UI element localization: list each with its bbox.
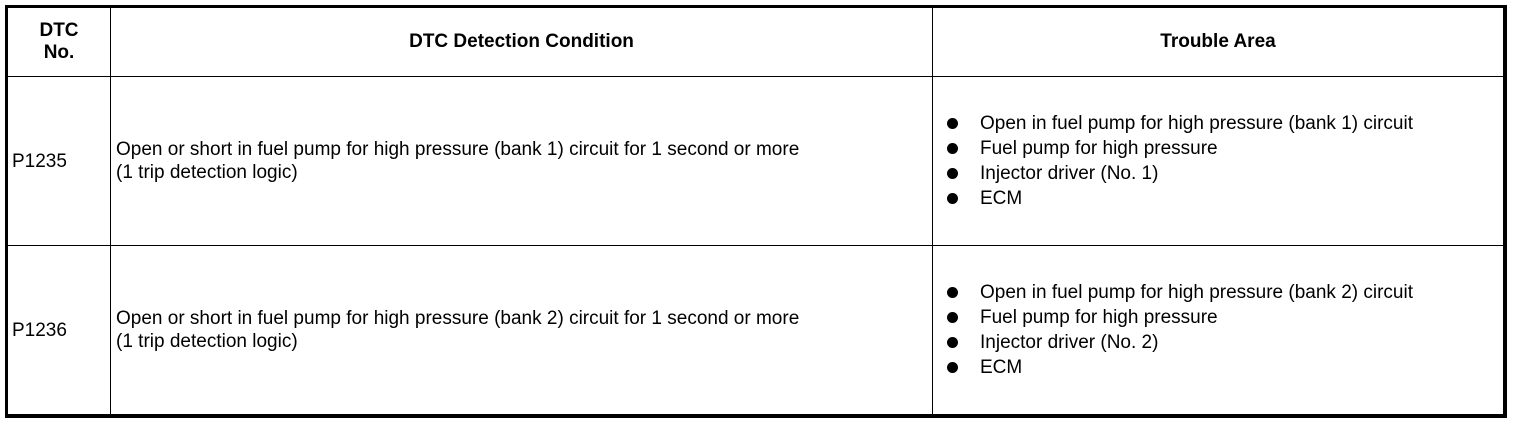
trouble-area-list: Open in fuel pump for high pressure (ban… [933, 111, 1503, 211]
trouble-area-text: ECM [980, 357, 1023, 378]
bullet-icon [947, 143, 958, 154]
trouble-area-text: ECM [980, 188, 1023, 209]
bullet-icon [947, 193, 958, 204]
trouble-area-text: Fuel pump for high pressure [980, 138, 1218, 159]
trouble-area-text: Injector driver (No. 1) [980, 163, 1159, 184]
trouble-area-text: Open in fuel pump for high pressure (ban… [980, 113, 1413, 134]
table-row: P1236 Open or short in fuel pump for hig… [6, 245, 1506, 417]
detection-condition: Open or short in fuel pump for high pres… [110, 245, 933, 417]
header-dtc-no: DTC No. [6, 6, 111, 77]
bullet-icon [947, 362, 958, 373]
trouble-area-list: Open in fuel pump for high pressure (ban… [933, 280, 1503, 380]
list-item: ECM [947, 186, 1503, 211]
detection-condition: Open or short in fuel pump for high pres… [110, 76, 933, 246]
trouble-area-cell: Open in fuel pump for high pressure (ban… [932, 245, 1506, 417]
list-item: Injector driver (No. 2) [947, 330, 1503, 355]
dtc-table: DTC No. DTC Detection Condition Trouble … [5, 5, 1507, 418]
trouble-area-text: Injector driver (No. 2) [980, 332, 1159, 353]
dtc-code: P1236 [6, 245, 111, 417]
bullet-icon [947, 168, 958, 179]
list-item: Injector driver (No. 1) [947, 161, 1503, 186]
bullet-icon [947, 312, 958, 323]
header-trouble-area: Trouble Area [932, 6, 1506, 77]
trouble-area-text: Open in fuel pump for high pressure (ban… [980, 282, 1413, 303]
list-item: ECM [947, 355, 1503, 380]
header-detection-condition: DTC Detection Condition [110, 6, 933, 77]
list-item: Fuel pump for high pressure [947, 305, 1503, 330]
header-row: DTC No. DTC Detection Condition Trouble … [6, 6, 1506, 77]
bullet-icon [947, 287, 958, 298]
bullet-icon [947, 337, 958, 348]
table-row: P1235 Open or short in fuel pump for hig… [6, 76, 1506, 246]
list-item: Fuel pump for high pressure [947, 136, 1503, 161]
bullet-icon [947, 118, 958, 129]
list-item: Open in fuel pump for high pressure (ban… [947, 111, 1503, 136]
trouble-area-cell: Open in fuel pump for high pressure (ban… [932, 76, 1506, 246]
dtc-code: P1235 [6, 76, 111, 246]
trouble-area-text: Fuel pump for high pressure [980, 307, 1218, 328]
list-item: Open in fuel pump for high pressure (ban… [947, 280, 1503, 305]
